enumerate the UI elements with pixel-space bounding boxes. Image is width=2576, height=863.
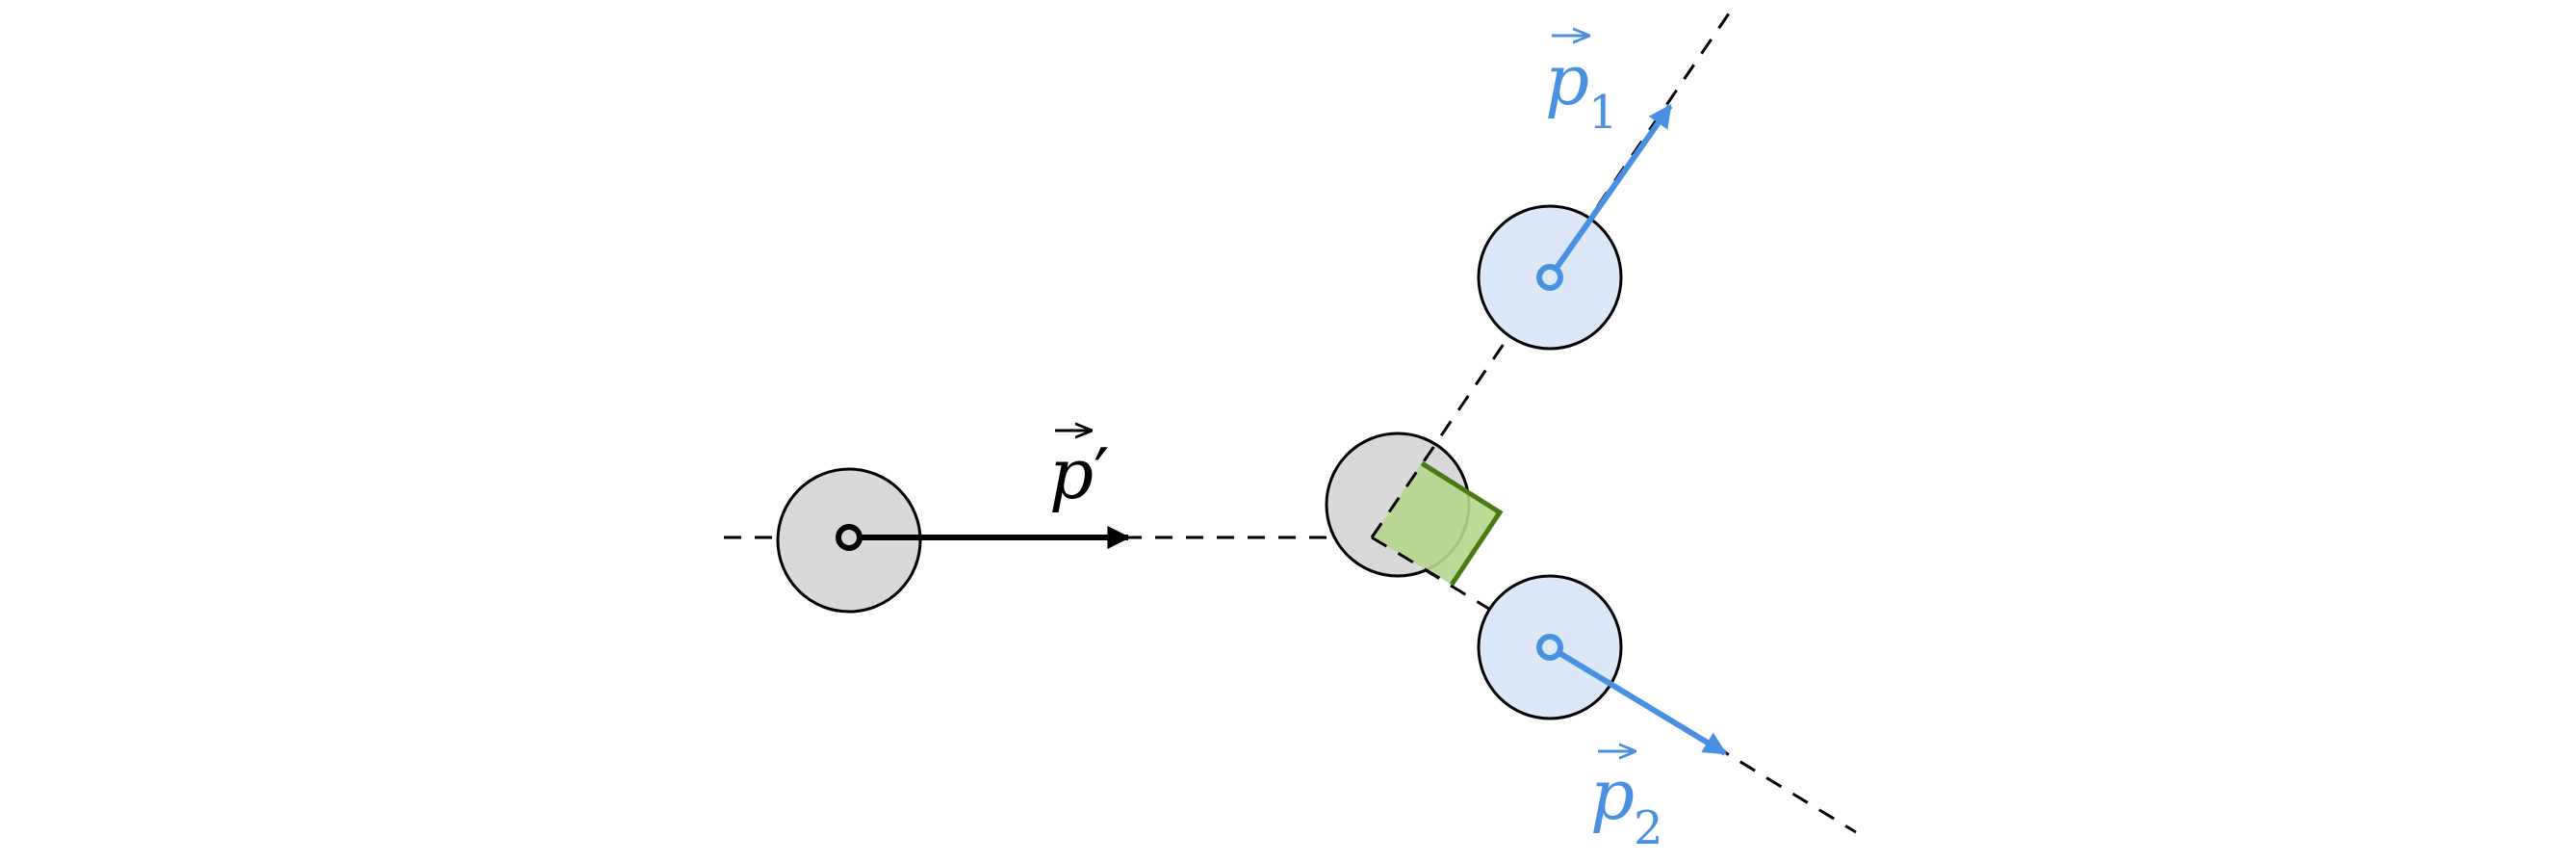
incoming-label-prime: ′ [1094,433,1109,514]
outgoing-momentum-label-1: p 1 [1545,36,1618,140]
svg-text:p′: p′ [1049,433,1109,514]
svg-text:p: p [1545,39,1589,120]
outgoing-ball-1-center [1536,264,1563,291]
incoming-ball-center [836,524,863,551]
incoming-label-symbol: p [1049,433,1094,514]
incoming-momentum-label: p′ [1049,431,1109,514]
outgoing-momentum-label-2: p 2 [1590,751,1663,855]
svg-text:p: p [1590,754,1635,835]
right-angle-marker-edge [1420,460,1504,587]
outgoing-label-1-symbol: p [1545,39,1589,120]
outgoing-label-1-subscript: 1 [1588,86,1618,140]
outgoing-label-2-subscript: 2 [1634,801,1663,855]
outgoing-ball-2-center [1536,634,1563,661]
outgoing-label-2-symbol: p [1590,754,1635,835]
outgoing-momentum-vector-1 [1547,104,1673,279]
outgoing-momentum-vector-2 [1548,644,1728,756]
outgoing-path-overlay-2 [1371,536,1450,586]
